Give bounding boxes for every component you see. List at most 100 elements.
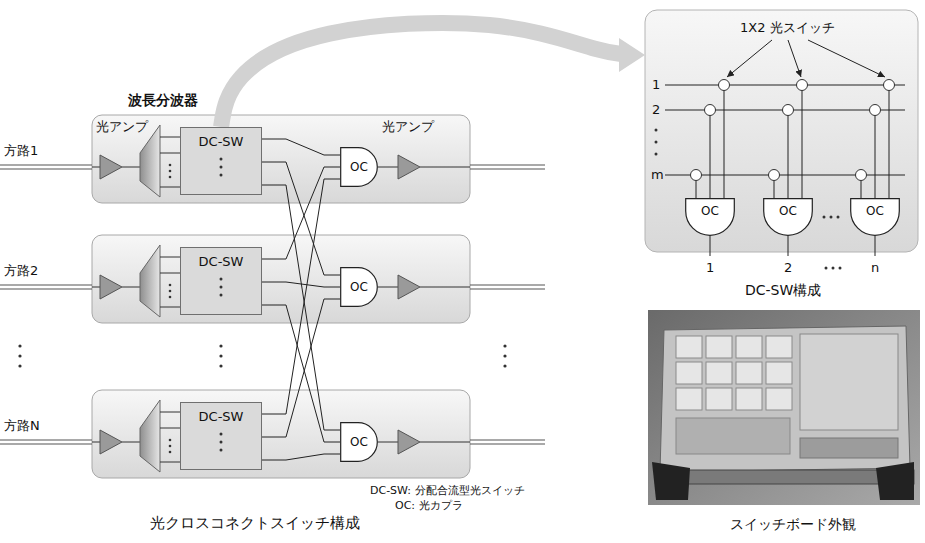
leader-line [727, 40, 772, 77]
route-name: 方路2 [4, 263, 38, 279]
ellipsis-dot [503, 344, 506, 347]
leader-line [808, 40, 885, 77]
ellipsis-dot [219, 364, 222, 367]
zoom-arrow [221, 23, 645, 127]
route-name: 方路N [4, 418, 40, 434]
route-unit [0, 235, 545, 323]
ellipsis-dot [655, 141, 658, 144]
chip [706, 388, 732, 410]
switch-symbol [797, 80, 808, 91]
coupler-shape [341, 423, 378, 462]
route-name: 方路1 [4, 143, 38, 159]
coupler-shape [341, 148, 378, 187]
coupler-box: OC [340, 267, 378, 307]
coupler-box: OC [340, 422, 378, 462]
chip [766, 336, 792, 358]
node-text: DC-SW [199, 409, 244, 425]
branch-line [724, 85, 725, 198]
abbreviation-note: DC-SW: 分配合流型光スイッチ [370, 484, 525, 497]
fiber-connection [262, 167, 340, 259]
ellipsis-dot [503, 364, 506, 367]
chip [736, 336, 762, 358]
coupler-outline [340, 267, 378, 307]
port-number: n [871, 260, 879, 276]
coupler-shape [686, 199, 735, 236]
switch-symbol [783, 105, 794, 116]
ellipsis-dot [219, 344, 222, 347]
connector-strip [800, 438, 898, 458]
board-area [676, 418, 790, 454]
switch-symbol [719, 80, 730, 91]
chip [706, 336, 732, 358]
chip [676, 388, 702, 410]
port-number: 1 [706, 260, 714, 276]
port-number: 2 [784, 260, 792, 276]
switch-symbol [884, 80, 895, 91]
ellipsis-dot [655, 129, 658, 132]
figure-caption: DC-SW構成 [745, 282, 821, 299]
coupler-outline [850, 198, 900, 236]
port-number: 2 [652, 102, 660, 118]
route-unit [0, 115, 545, 203]
node-text: 光アンプ [382, 119, 434, 135]
coupler-shape [851, 199, 900, 236]
switch-symbol [856, 170, 867, 181]
coupler-shape [764, 199, 813, 236]
ellipsis-dot [830, 216, 833, 219]
switch-box: DC-SW [180, 402, 262, 470]
figure-caption: 光クロスコネクトスイッチ構成 [150, 514, 360, 532]
node-text: 波長分波器 [128, 92, 198, 109]
shield-plate [800, 334, 898, 430]
detail-panel: OC OC OC 1X2 光スイッチ [645, 10, 918, 252]
front-panel [656, 470, 914, 484]
input-line [665, 85, 905, 86]
chip [766, 388, 792, 410]
coupler-box: OC [685, 198, 735, 236]
chip [676, 336, 702, 358]
node-text: 1X2 光スイッチ [740, 20, 835, 36]
node-text: OC [866, 204, 884, 218]
node-text: OC [350, 280, 368, 294]
port-number: m [651, 167, 664, 183]
coupler-box: OC [850, 198, 900, 236]
branch-line [710, 110, 711, 198]
fiber-connection [262, 305, 340, 442]
ellipsis-dot [823, 216, 826, 219]
node-text: OC [779, 204, 797, 218]
fiber-connection [262, 299, 340, 437]
photo-frame [648, 310, 920, 505]
ellipsis-dot [837, 216, 840, 219]
switch-symbol [705, 105, 716, 116]
board-handle [652, 462, 690, 500]
chip [706, 362, 732, 384]
figure-caption: スイッチボード外観 [730, 516, 856, 533]
leader-line [788, 40, 801, 77]
chip [766, 362, 792, 384]
chip [736, 388, 762, 410]
coupler-outline [763, 198, 813, 236]
switch-box: DC-SW [180, 247, 262, 315]
ellipsis-dot [503, 354, 506, 357]
node-text: OC [701, 204, 719, 218]
switch-symbol [769, 170, 780, 181]
board-handle [876, 462, 914, 500]
abbreviation-note: OC: 光カプラ [395, 499, 463, 512]
output-line [788, 236, 789, 256]
coupler-box: OC [763, 198, 813, 236]
ellipsis-dot [825, 267, 828, 270]
branch-line [875, 110, 876, 198]
node-text: 光アンプ [96, 119, 148, 135]
output-line [875, 236, 876, 256]
branch-line [802, 85, 803, 198]
ellipsis-dot [839, 267, 842, 270]
circuit-board [660, 326, 910, 472]
chip [736, 362, 762, 384]
ellipsis-dot [18, 344, 21, 347]
detail-panel-outline [645, 10, 918, 252]
ellipsis-dot [655, 153, 658, 156]
fiber-connection [262, 282, 340, 287]
switch-symbol [870, 105, 881, 116]
output-line [710, 236, 711, 256]
ellipsis-dot [219, 354, 222, 357]
